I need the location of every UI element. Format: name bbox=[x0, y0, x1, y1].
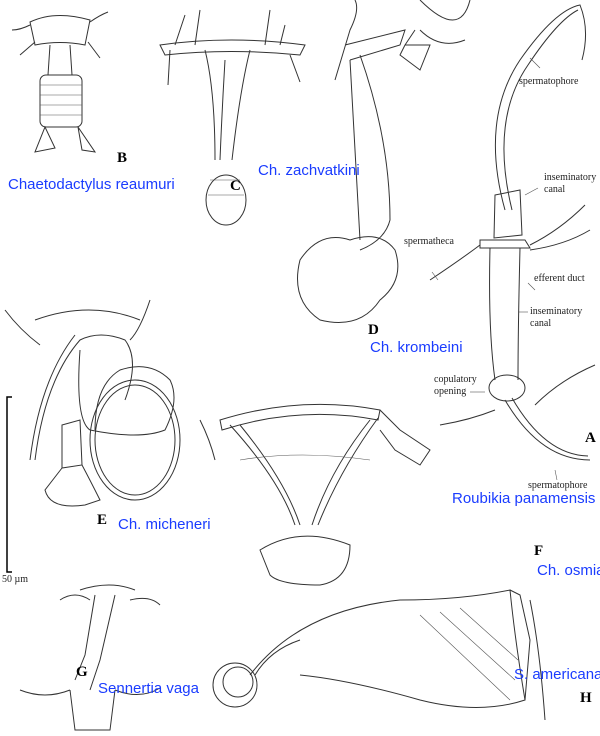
leader-lines bbox=[431, 57, 558, 481]
annotation-line: opening bbox=[434, 386, 467, 397]
annotation-line: copulatory bbox=[434, 374, 477, 385]
drawing-g bbox=[19, 584, 161, 731]
scale-bar bbox=[6, 396, 12, 573]
scale-bar-label: 50 µm bbox=[2, 574, 29, 585]
drawing-a bbox=[429, 4, 596, 461]
annotation-line: inseminatory bbox=[544, 172, 597, 183]
panel-letter-g: G bbox=[76, 664, 88, 680]
species-label-f: Ch. osmiae bbox=[537, 562, 600, 579]
annotation-spermatophore-top: spermatophore bbox=[519, 76, 579, 87]
species-label-e: Ch. micheneri bbox=[118, 516, 211, 533]
drawing-b bbox=[11, 11, 109, 153]
species-label-b: Chaetodactylus reaumuri bbox=[8, 176, 175, 193]
drawing-h bbox=[212, 589, 546, 721]
drawing-d bbox=[297, 0, 471, 323]
panel-letter-e: E bbox=[97, 512, 108, 528]
drawing-e bbox=[4, 299, 181, 507]
annotation-line: canal bbox=[530, 318, 552, 329]
annotation-line: canal bbox=[544, 184, 566, 195]
panel-letter-h: H bbox=[580, 690, 592, 706]
panel-letter-f: F bbox=[534, 543, 544, 559]
species-label-h: S. americana bbox=[514, 666, 600, 683]
drawing-c bbox=[159, 9, 306, 226]
species-label-c: Ch. zachvatkini bbox=[258, 162, 360, 179]
species-label-g: Sennertia vaga bbox=[98, 680, 199, 697]
species-label-d: Ch. krombeini bbox=[370, 339, 463, 356]
annotation-spermatophore-bottom: spermatophore bbox=[528, 480, 588, 491]
drawing-f bbox=[199, 403, 431, 586]
species-label-a: Roubikia panamensis bbox=[452, 490, 596, 507]
annotation-line: inseminatory bbox=[530, 306, 583, 317]
panel-letter-b: B bbox=[117, 150, 128, 166]
panel-letter-c: C bbox=[230, 178, 241, 194]
annotation-efferent-duct: efferent duct bbox=[534, 273, 585, 284]
annotation-spermatheca: spermatheca bbox=[404, 236, 454, 247]
panel-letter-d: D bbox=[368, 322, 379, 338]
panel-letter-a: A bbox=[585, 430, 596, 446]
